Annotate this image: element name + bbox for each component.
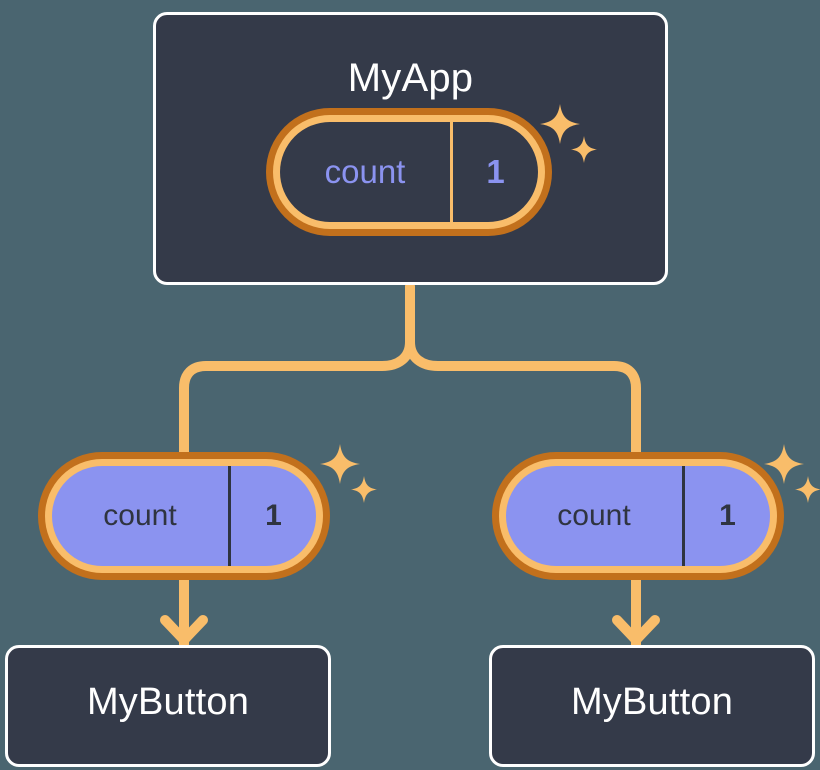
- state-value: 1: [228, 466, 316, 566]
- connector-branch-right: [405, 337, 641, 457]
- component-title-mybutton: MyButton: [86, 681, 250, 723]
- arrow-head-left: [160, 615, 208, 645]
- state-value: 1: [682, 466, 770, 566]
- component-card-mybutton-left[interactable]: MyButton: [5, 645, 331, 767]
- component-card-mybutton-right[interactable]: MyButton: [489, 645, 815, 767]
- state-pill-child-left[interactable]: count 1: [38, 452, 330, 580]
- state-pill-body: count 1: [280, 122, 538, 222]
- state-pill-inner-ring: count 1: [45, 459, 323, 573]
- connector-branch-left: [179, 337, 415, 457]
- state-pill-inner-ring: count 1: [499, 459, 777, 573]
- state-pill-body: count 1: [506, 466, 770, 566]
- state-value: 1: [450, 122, 538, 222]
- arrow-head-right: [612, 615, 660, 645]
- state-pill-body: count 1: [52, 466, 316, 566]
- state-key: count: [324, 153, 406, 190]
- component-title-mybutton: MyButton: [570, 681, 734, 723]
- state-pill-myapp[interactable]: count 1: [266, 108, 552, 236]
- state-key: count: [103, 499, 177, 532]
- state-pill-child-right[interactable]: count 1: [492, 452, 784, 580]
- state-pill-inner-ring: count 1: [273, 115, 545, 229]
- state-key: count: [557, 499, 631, 532]
- component-title-myapp: MyApp: [347, 56, 474, 100]
